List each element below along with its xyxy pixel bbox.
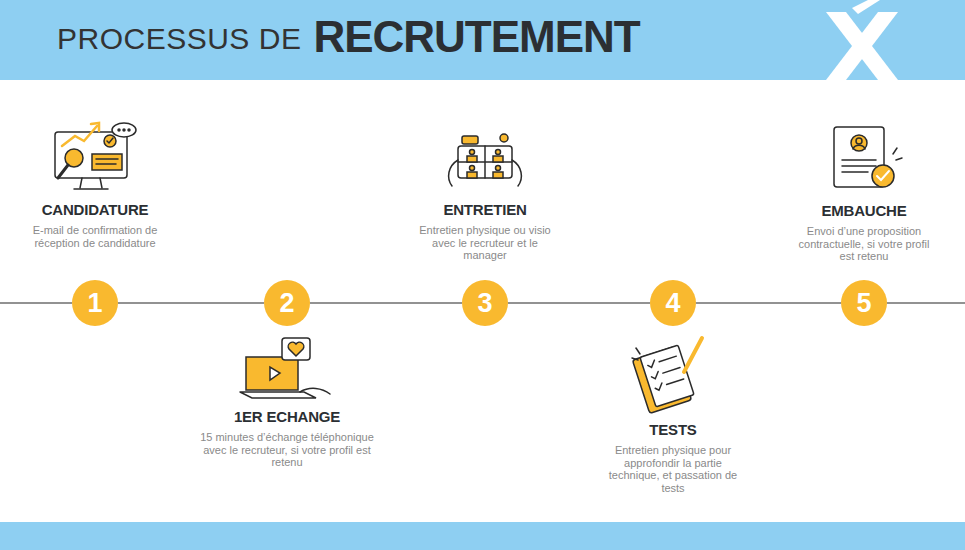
title: PROCESSUS DE xyxy=(57,22,301,56)
step-number: 2 xyxy=(264,280,310,326)
step: 2 1ER ECHANGE 15 minutes d’échange télépho… xyxy=(187,280,387,469)
logo xyxy=(826,0,898,80)
step-description: E-mail de confirmation de réception de c… xyxy=(25,224,165,249)
test-clipboard-icon xyxy=(632,338,702,413)
header-bar xyxy=(0,0,965,80)
step-number: 4 xyxy=(650,280,696,326)
footer-bar xyxy=(0,522,965,550)
step-title: TESTS xyxy=(573,421,773,438)
step-description: Entretien physique ou visio avec le recr… xyxy=(415,224,555,262)
timeline xyxy=(887,302,965,303)
title-emphasis: RECRUTEMENT xyxy=(313,12,639,62)
step: 3 ENTRETIEN Entretien physique ou visio av… xyxy=(385,201,585,326)
timeline xyxy=(0,302,72,303)
application-icon xyxy=(55,123,136,189)
step-number: 5 xyxy=(841,280,887,326)
step: 5 EMBAUCHE Envoi d’une proposition contrac… xyxy=(764,202,964,326)
timeline-segment xyxy=(696,302,841,303)
step-description: Envoi d’une proposition contractuelle, s… xyxy=(794,225,934,263)
video-call-icon xyxy=(449,134,522,186)
step: 4TESTS Entretien physique pour approfondi… xyxy=(573,280,773,494)
step-title: ENTRETIEN xyxy=(385,201,585,218)
hiring-icon xyxy=(834,127,902,187)
step-title: CANDIDATURE xyxy=(0,201,195,218)
step: 1 CANDIDATURE E-mail de confirmation de ré… xyxy=(0,201,195,326)
timeline-segment xyxy=(118,302,264,303)
step-title: EMBAUCHE xyxy=(764,202,964,219)
timeline-segment xyxy=(310,302,462,303)
phone-call-icon xyxy=(240,338,330,398)
step-description: 15 minutes d’échange téléphonique avec l… xyxy=(197,431,377,469)
step-number: 1 xyxy=(72,280,118,326)
step-number: 3 xyxy=(462,280,508,326)
step-description: Entretien physique pour approfondir la p… xyxy=(598,444,748,494)
timeline-segment xyxy=(508,302,650,303)
step-title: 1ER ECHANGE xyxy=(187,408,387,425)
